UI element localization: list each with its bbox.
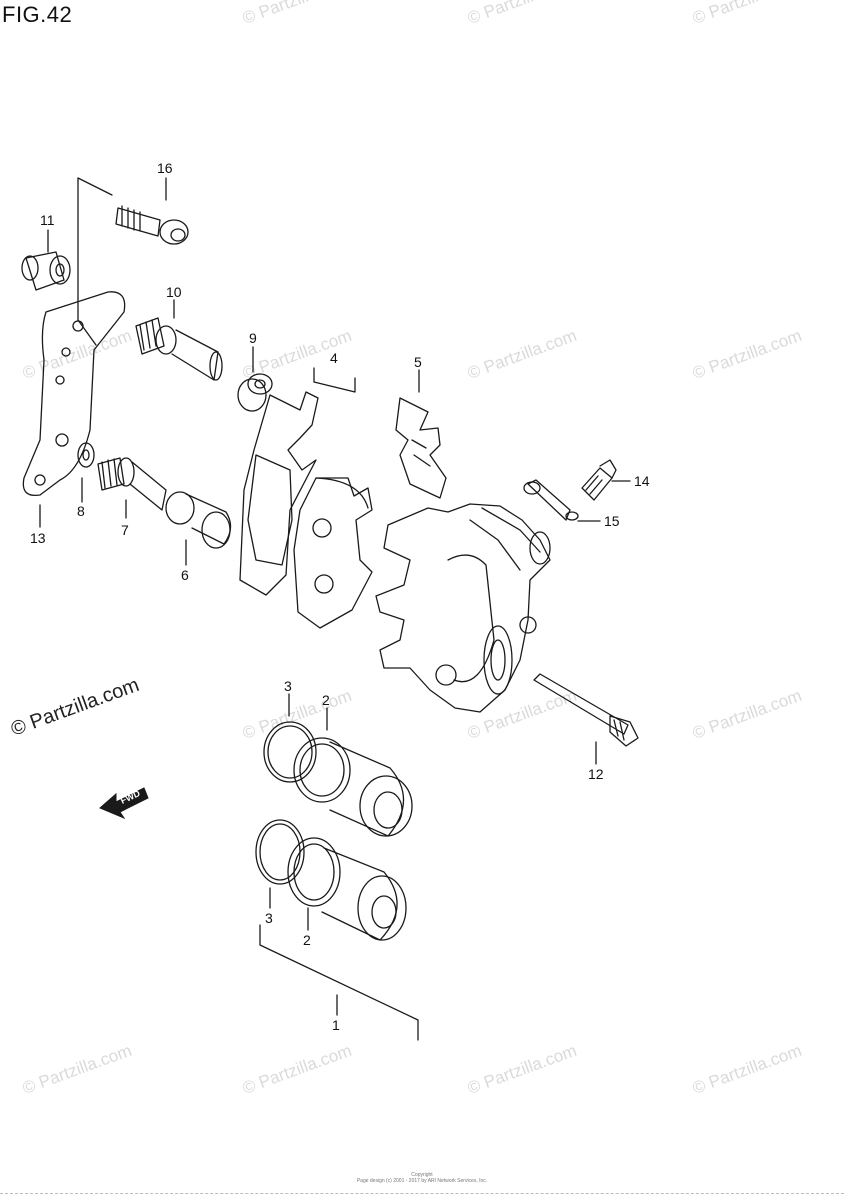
pin-10: [135, 317, 223, 381]
footer-divider: [0, 1193, 844, 1194]
pad-4-front: [293, 477, 373, 629]
callout-14: 14: [634, 473, 650, 489]
callout-13: 13: [30, 530, 46, 546]
callout-9: 9: [249, 330, 257, 346]
callout-15: 15: [604, 513, 620, 529]
callout-7: 7: [121, 522, 129, 538]
bleeder-14: [581, 459, 617, 501]
sleeve-11: [21, 251, 71, 291]
boot-9: [237, 373, 273, 412]
leader-bracket-16: [77, 177, 113, 196]
seal-2-bottom: [287, 837, 341, 907]
washer-8: [77, 442, 95, 468]
callout-10: 10: [166, 284, 182, 300]
pad-4-rear: [239, 391, 319, 596]
callout-12: 12: [588, 766, 604, 782]
callout-2-bottom: 2: [303, 932, 311, 948]
callout-16: 16: [157, 160, 173, 176]
figure-title: FIG.42: [2, 2, 73, 27]
footer-line1: Copyright: [411, 1172, 433, 1178]
seal-3-bottom: [255, 819, 305, 885]
piston-1-bottom: [321, 847, 407, 941]
callout-2-top: 2: [322, 692, 330, 708]
bracket-1: [259, 924, 419, 1041]
callout-1: 1: [332, 1017, 340, 1033]
seal-2-top: [293, 737, 351, 803]
clip-5: [395, 397, 447, 499]
bracket-4: [313, 367, 356, 393]
footer-line2: Page design (c) 2001 - 2017 by ARI Netwo…: [356, 1178, 488, 1184]
bolt-16: [115, 205, 189, 245]
callout-11: 11: [40, 212, 55, 228]
fwd-arrow-icon: [99, 787, 149, 820]
pin-7: [97, 457, 167, 511]
callout-3-bottom: 3: [265, 910, 273, 926]
caliper-body: [375, 503, 551, 713]
callout-6: 6: [181, 567, 189, 583]
footer: Copyright Page design (c) 2001 - 2017 by…: [0, 1172, 844, 1184]
leader-bracket-13: [77, 177, 97, 346]
callout-5: 5: [414, 354, 422, 370]
callout-3-top: 3: [284, 678, 292, 694]
callout-4: 4: [330, 350, 338, 366]
seal-3-top: [263, 721, 317, 783]
callout-8: 8: [77, 503, 85, 519]
boot-6: [165, 491, 232, 549]
piston-1-top: [329, 741, 413, 837]
cap-15: [523, 479, 579, 521]
pin-12: [533, 673, 639, 747]
bracket-plate-13: [22, 291, 126, 497]
